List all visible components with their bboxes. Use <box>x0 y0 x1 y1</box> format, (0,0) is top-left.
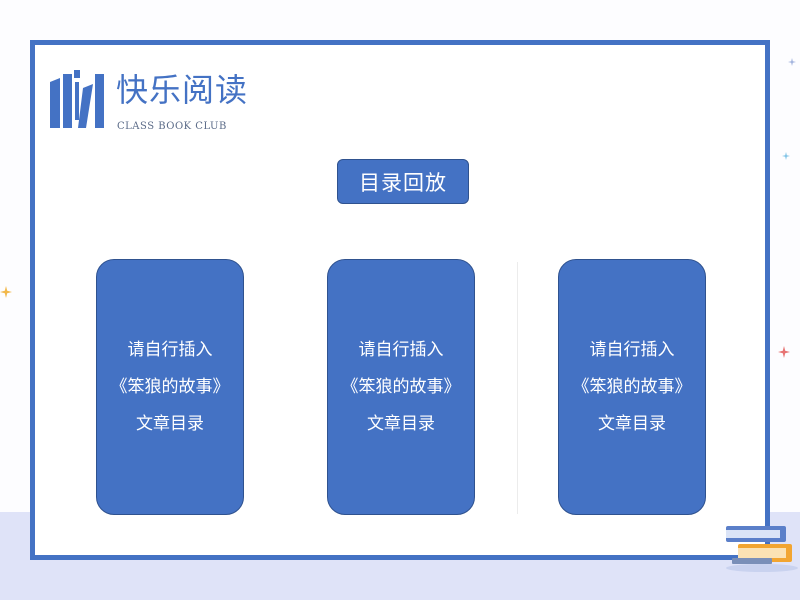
books-logo-icon <box>50 70 104 128</box>
column-divider <box>517 262 518 514</box>
brand-title: 快乐阅读 <box>116 71 249 109</box>
toc-card-2[interactable]: 请自行插入 《笨狼的故事》 文章目录 <box>327 259 475 515</box>
sparkle-icon <box>0 286 12 298</box>
brand-subtitle: CLASS BOOK CLUB <box>117 121 227 132</box>
card-line: 请自行插入 <box>589 339 675 360</box>
card-line: 《笨狼的故事》 <box>110 376 230 397</box>
sparkle-icon <box>788 58 796 66</box>
sparkle-icon <box>782 152 790 160</box>
sparkle-icon <box>778 346 790 358</box>
card-line: 《笨狼的故事》 <box>572 376 692 397</box>
card-line: 请自行插入 <box>127 339 213 360</box>
card-line: 文章目录 <box>598 413 666 434</box>
card-line: 请自行插入 <box>358 339 444 360</box>
stacked-books-icon <box>726 526 798 572</box>
card-line: 文章目录 <box>367 413 435 434</box>
toc-card-3[interactable]: 请自行插入 《笨狼的故事》 文章目录 <box>558 259 706 515</box>
toc-review-button[interactable]: 目录回放 <box>337 159 469 204</box>
card-line: 文章目录 <box>136 413 204 434</box>
card-line: 《笨狼的故事》 <box>341 376 461 397</box>
toc-card-1[interactable]: 请自行插入 《笨狼的故事》 文章目录 <box>96 259 244 515</box>
